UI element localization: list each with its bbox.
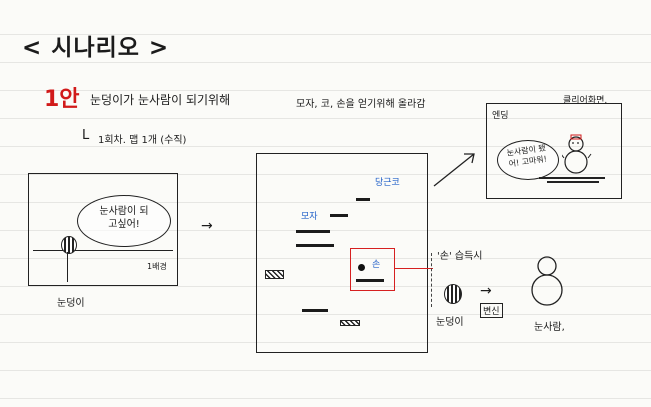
hatched-block bbox=[340, 320, 360, 326]
snowball-icon bbox=[61, 236, 77, 254]
hatched-block bbox=[265, 270, 284, 279]
snowman-icon bbox=[531, 256, 563, 306]
snowball-label: 눈덩이 bbox=[57, 298, 85, 309]
speech-bubble-right bbox=[497, 140, 559, 180]
plan-detail: 모자, 코, 손을 얻기위해 올라감 bbox=[296, 99, 426, 110]
ending-ground bbox=[547, 181, 599, 183]
platform bbox=[356, 279, 384, 282]
plan-description: 눈덩이가 눈사람이 되기위해 bbox=[90, 93, 231, 107]
platform bbox=[330, 214, 348, 217]
transform-arrow-icon: → bbox=[480, 283, 492, 299]
player-dot bbox=[358, 264, 365, 271]
ground-line bbox=[33, 250, 173, 251]
plan-number: 1안 bbox=[44, 87, 80, 112]
vertical-map-frame bbox=[256, 153, 428, 353]
right-arrow-icon: → bbox=[201, 218, 213, 234]
carrot-nose-tag: 당근코 bbox=[375, 178, 400, 188]
platform bbox=[356, 198, 370, 201]
transform-label: 변신 bbox=[480, 303, 503, 318]
snowball-label: 눈덩이 bbox=[436, 317, 464, 328]
subnote-arrow: L bbox=[82, 128, 90, 143]
stage-label: 1배경 bbox=[147, 262, 167, 271]
diagonal-arrow-icon bbox=[433, 153, 475, 187]
highlight-connector-line bbox=[395, 268, 433, 269]
left-panel-frame bbox=[28, 173, 178, 286]
clear-screen-label: 클리어화면. bbox=[563, 96, 608, 106]
hat-tag: 모자 bbox=[301, 212, 318, 222]
snowball-icon bbox=[444, 284, 462, 304]
snowman-icon bbox=[562, 134, 592, 174]
platform bbox=[296, 244, 334, 247]
speech-bubble-left bbox=[77, 195, 171, 247]
ending-label: 엔딩 bbox=[492, 111, 509, 121]
snowman-label: 눈사람, bbox=[534, 322, 565, 333]
platform bbox=[302, 309, 328, 312]
ending-panel-frame bbox=[486, 103, 622, 199]
snowball-pointer-line bbox=[67, 252, 68, 282]
subnote-text: 1회차. 맵 1개 (수직) bbox=[98, 135, 187, 146]
platform bbox=[296, 230, 330, 233]
ending-ground bbox=[539, 177, 605, 179]
highlighted-item-box bbox=[350, 248, 395, 291]
page-title: < 시나리오 > bbox=[22, 35, 170, 61]
dashed-line bbox=[431, 253, 442, 307]
item-acquire-label: '손' 습득시 bbox=[437, 251, 483, 262]
hand-tag: 손 bbox=[372, 260, 381, 270]
speech-text-left: 눈사람이 되고싶어! bbox=[99, 206, 149, 230]
